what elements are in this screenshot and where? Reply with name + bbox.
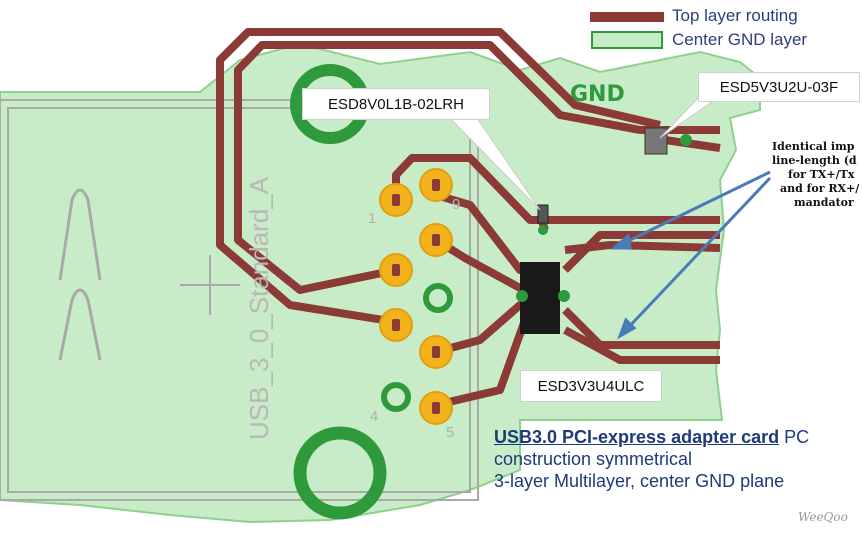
pin-dp: D+ xyxy=(742,142,756,153)
pin-dm: D- xyxy=(742,125,753,136)
pin-number-9: 9 xyxy=(452,196,461,213)
caption-line-3: 3-layer Multilayer, center GND plane xyxy=(494,471,785,491)
gnd-label: GND xyxy=(570,82,625,107)
note-line-2: line-length (d xyxy=(772,154,857,167)
mount-hole-bottom xyxy=(293,426,387,520)
via-lower xyxy=(381,382,411,412)
esd-bottom-label: ESD3V3U4ULC xyxy=(520,370,662,402)
caption-line-2: construction symmetrical xyxy=(494,449,693,469)
note-line-3: for TX+/Tx xyxy=(788,168,855,181)
pad-drills xyxy=(392,179,440,414)
via-center xyxy=(423,283,453,313)
note-line-1: Identical imp xyxy=(772,140,855,153)
pin-number-4: 4 xyxy=(370,408,379,425)
esd5v3u2u-chip xyxy=(644,127,692,155)
pin-sstxp: SSTX+ xyxy=(728,224,760,235)
legend-center-gnd: Center GND layer xyxy=(672,30,808,49)
legend-swatch-top xyxy=(590,12,664,22)
watermark: WeeQoo xyxy=(798,510,848,524)
esd-top-label: ESD5V3U2U-03F xyxy=(698,72,860,102)
caption-title-tail: PC xyxy=(779,427,810,447)
pin-number-5: 5 xyxy=(446,424,455,441)
legend-top-layer: Top layer routing xyxy=(672,6,798,25)
pin-vcc: Vcc xyxy=(728,196,745,207)
caption: USB3.0 PCI-express adapter card PC const… xyxy=(494,426,809,492)
note-arrows xyxy=(609,170,772,340)
connector-name: USB_3_0_Standard_A xyxy=(244,176,274,440)
caption-title: USB3.0 PCI-express adapter card xyxy=(494,427,780,447)
pin-sstxm: SSTX- xyxy=(728,241,758,252)
esd8v0l1b-chip xyxy=(537,204,549,235)
esd-mid-label: ESD8V0L1B-02LRH xyxy=(302,88,490,120)
top-layer-traces xyxy=(216,28,721,409)
esd3v3u4ulc-chip xyxy=(516,262,570,334)
pin-ssrxp: SSRX+ xyxy=(728,336,762,347)
impedance-note: Identical imp line-length (d for TX+/Tx … xyxy=(772,140,862,210)
pin-number-1: 1 xyxy=(368,210,377,227)
note-line-4: and for RX+/ xyxy=(780,182,860,195)
pin-ssrxm: SSRX- xyxy=(728,353,759,364)
legend-swatch-gnd xyxy=(591,31,663,49)
note-line-5: mandator xyxy=(794,196,854,209)
